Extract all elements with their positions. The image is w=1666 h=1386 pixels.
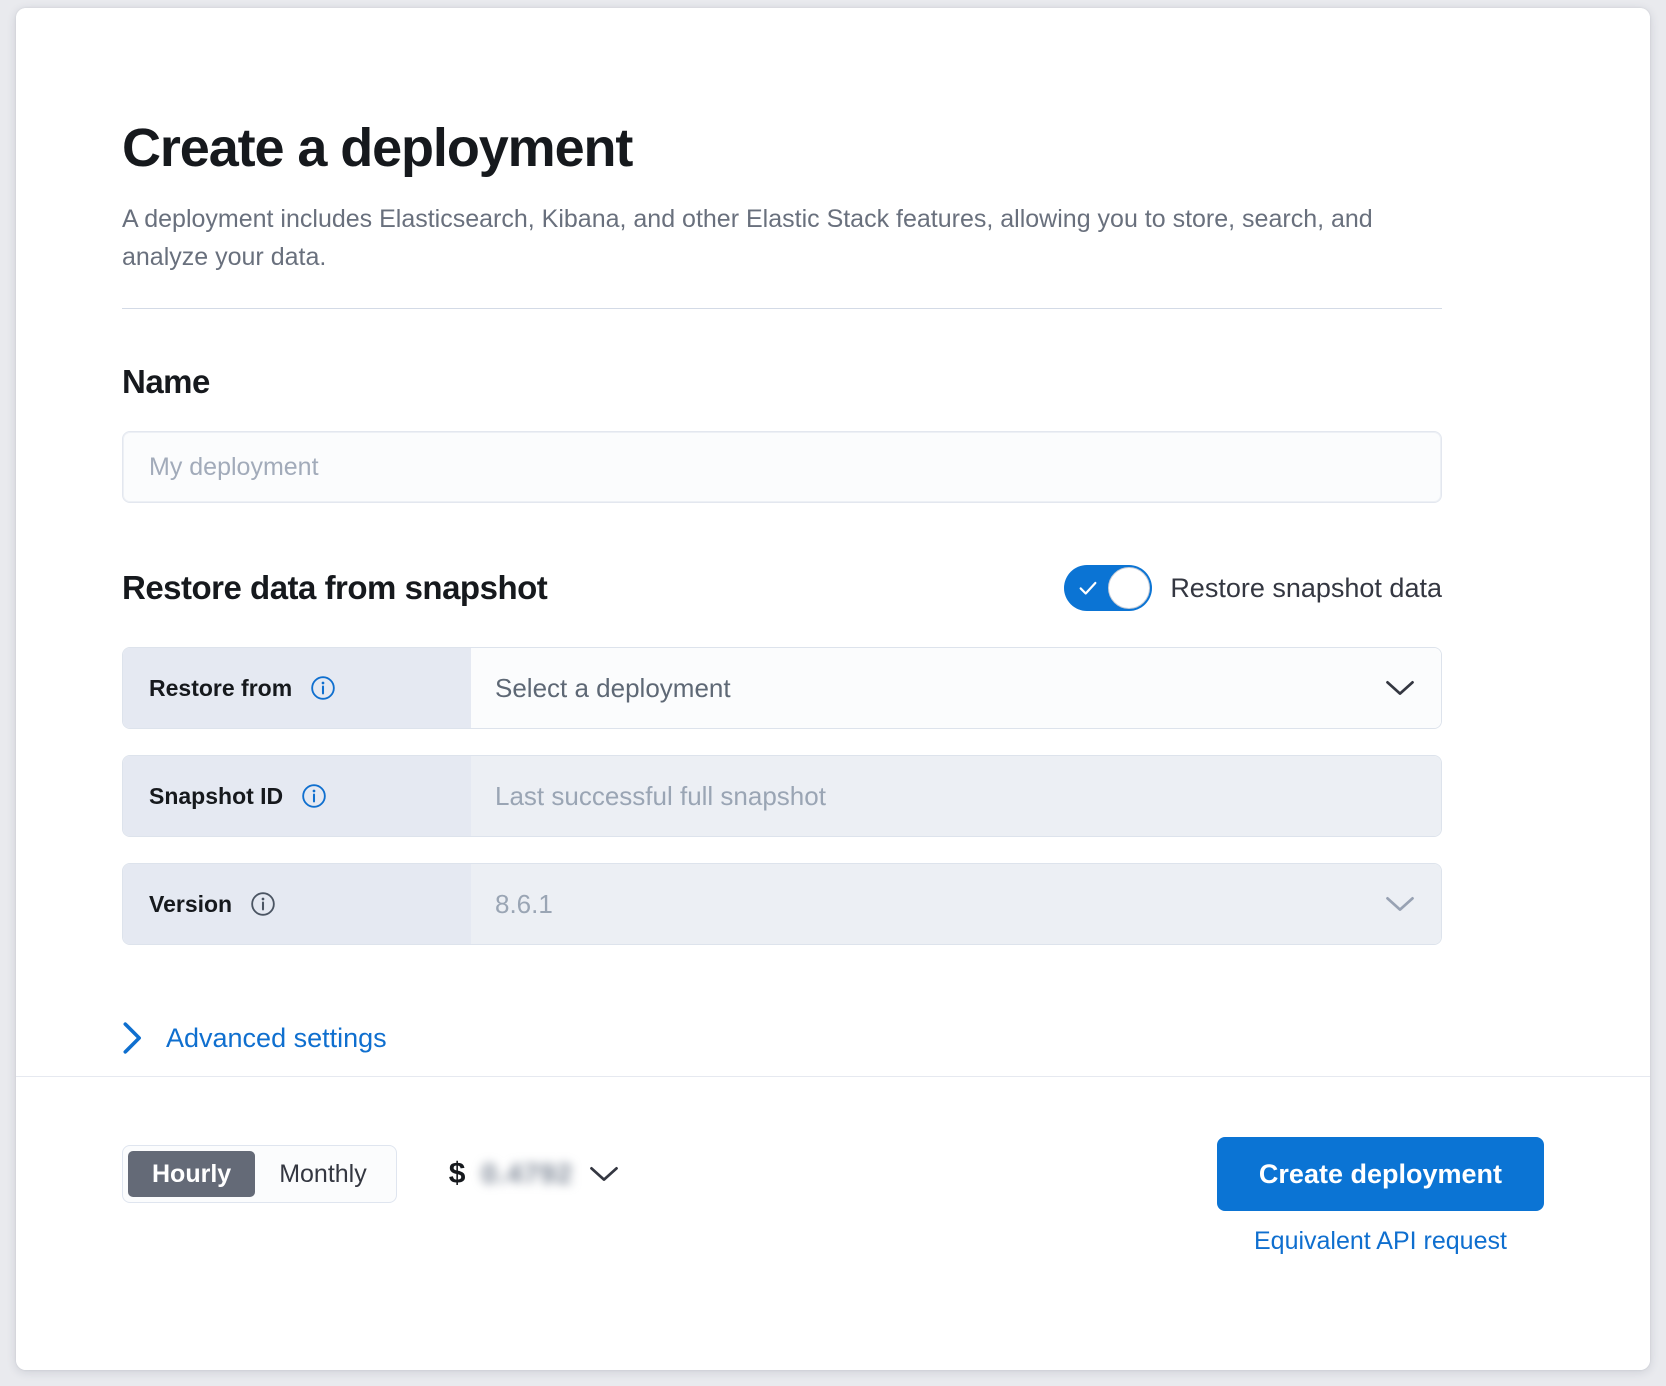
toggle-knob (1108, 567, 1151, 609)
restore-from-select[interactable]: Select a deployment (471, 648, 1441, 728)
advanced-settings-toggle[interactable]: Advanced settings (122, 1021, 387, 1055)
page-description: A deployment includes Elasticsearch, Kib… (122, 205, 1373, 271)
version-label: Version (149, 890, 233, 917)
restore-from-label: Restore from (149, 674, 293, 701)
info-circle-icon[interactable] (301, 783, 327, 809)
chevron-right-icon (123, 1022, 141, 1054)
snapshot-id-row: Snapshot ID Last successful full snapsho… (122, 755, 1442, 837)
snapshot-section-header: Restore data from snapshot Restore snaps… (122, 565, 1442, 611)
billing-period-segmented-control[interactable]: Hourly Monthly (122, 1145, 397, 1203)
restore-from-value: Select a deployment (495, 672, 731, 703)
snapshot-id-label: Snapshot ID (149, 782, 284, 809)
check-icon (1079, 581, 1097, 595)
form-body: Create a deployment A deployment include… (16, 8, 1650, 1076)
deployment-name-input[interactable]: My deployment (122, 431, 1442, 503)
version-label-group: Version (123, 864, 471, 944)
restore-snapshot-toggle-label: Restore snapshot data (1170, 572, 1442, 603)
snapshot-id-value: Last successful full snapshot (495, 780, 826, 811)
version-value: 8.6.1 (495, 888, 553, 919)
version-select: 8.6.1 (471, 864, 1441, 944)
restore-from-label-group: Restore from (123, 648, 471, 728)
name-section: Name My deployment (122, 309, 1442, 503)
restore-from-row[interactable]: Restore from Select a deployment (122, 647, 1442, 729)
restore-snapshot-toggle[interactable] (1064, 565, 1153, 611)
chevron-down-icon[interactable] (589, 1165, 619, 1183)
header-divider (122, 308, 1442, 309)
info-circle-icon[interactable] (310, 675, 336, 701)
billing-option-hourly[interactable]: Hourly (128, 1151, 256, 1197)
footer-bar: Hourly Monthly $ 0.4792 Create deploymen… (16, 1076, 1650, 1370)
snapshot-heading: Restore data from snapshot (122, 569, 548, 606)
price-currency: $ (448, 1157, 466, 1190)
billing-option-monthly[interactable]: Monthly (279, 1159, 367, 1188)
advanced-settings-label: Advanced settings (166, 1022, 387, 1053)
create-deployment-card: Create a deployment A deployment include… (16, 8, 1650, 1370)
footer-actions: Create deployment Equivalent API request (1216, 1137, 1544, 1256)
price-value: 0.4792 (481, 1158, 574, 1189)
chevron-down-icon (1386, 897, 1414, 911)
deployment-name-placeholder: My deployment (149, 452, 319, 481)
restore-snapshot-toggle-group[interactable]: Restore snapshot data (1064, 565, 1442, 611)
price-display[interactable]: $ 0.4792 (449, 1157, 619, 1191)
snapshot-id-label-group: Snapshot ID (123, 756, 471, 836)
equivalent-api-request-link[interactable]: Equivalent API request (1253, 1227, 1507, 1255)
name-heading: Name (122, 363, 210, 400)
form-content: Create a deployment A deployment include… (122, 8, 1442, 1055)
footer-content: Hourly Monthly $ 0.4792 Create deploymen… (122, 1137, 1544, 1256)
version-row: Version 8.6.1 (122, 863, 1442, 945)
chevron-down-icon[interactable] (1385, 679, 1415, 697)
info-circle-icon[interactable] (250, 891, 276, 917)
snapshot-id-input: Last successful full snapshot (471, 756, 1441, 836)
create-deployment-button[interactable]: Create deployment (1216, 1137, 1544, 1211)
billing-group: Hourly Monthly $ 0.4792 (122, 1137, 619, 1203)
page-title: Create a deployment (122, 118, 633, 178)
